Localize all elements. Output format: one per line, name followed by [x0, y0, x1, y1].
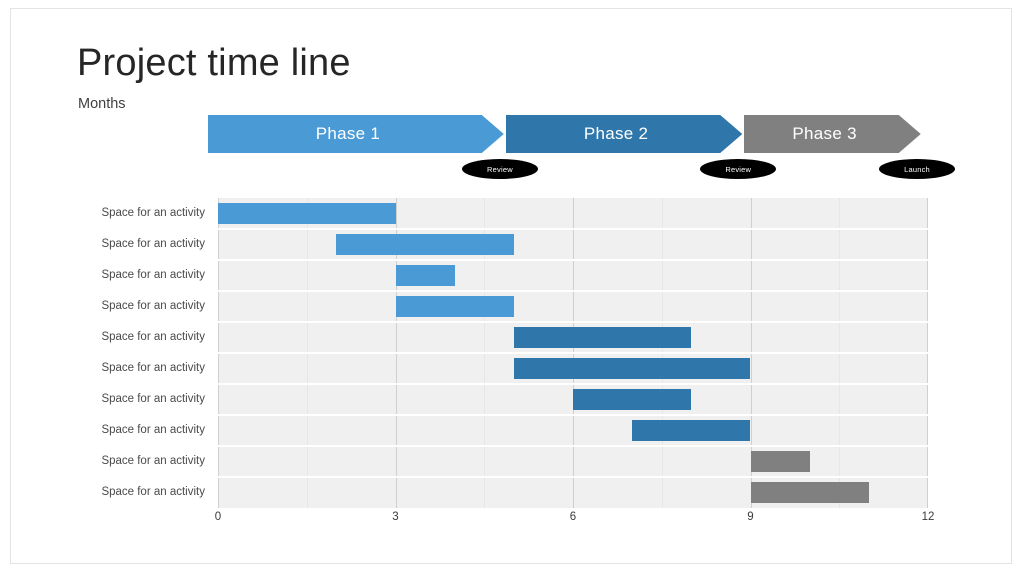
row-separator [218, 290, 928, 292]
activity-label-3: Space for an activity [101, 269, 205, 281]
activity-label-9: Space for an activity [101, 455, 205, 467]
row-separator [218, 321, 928, 323]
gantt-bar-9[interactable] [750, 451, 810, 472]
row-separator [218, 259, 928, 261]
gantt-bar-7[interactable] [573, 389, 692, 410]
row-separator [218, 228, 928, 230]
gantt-row[interactable] [218, 322, 928, 353]
row-separator [218, 383, 928, 385]
gantt-row[interactable] [218, 384, 928, 415]
phase-arrow-3[interactable]: Phase 3 [744, 115, 921, 153]
milestone-review-1[interactable]: Review [461, 159, 538, 179]
axis-unit-label: Months [78, 96, 126, 112]
gantt-row[interactable] [218, 353, 928, 384]
gantt-row[interactable] [218, 198, 928, 229]
activity-label-6: Space for an activity [101, 362, 205, 374]
phase-arrow-shape [744, 115, 921, 153]
activity-label-5: Space for an activity [101, 331, 205, 343]
x-axis: 0 3 6 9 12 [214, 511, 935, 533]
gantt-bar-4[interactable] [395, 296, 514, 317]
gantt-bar-6[interactable] [513, 358, 751, 379]
row-separator [218, 352, 928, 354]
page-title: Project time line [77, 42, 351, 84]
gantt-bar-3[interactable] [395, 265, 455, 286]
phase-arrow-shape [208, 115, 504, 153]
gantt-row[interactable] [218, 415, 928, 446]
activity-label-7: Space for an activity [101, 393, 205, 405]
gantt-row[interactable] [218, 260, 928, 291]
activity-label-8: Space for an activity [101, 424, 205, 436]
gantt-bar-5[interactable] [513, 327, 692, 348]
gantt-bar-8[interactable] [632, 420, 751, 441]
milestone-launch-3[interactable]: Launch [879, 159, 956, 179]
gantt-row[interactable] [218, 446, 928, 477]
milestone-label: Review [487, 164, 513, 174]
activity-label-10: Space for an activity [101, 486, 205, 498]
milestone-label: Launch [904, 164, 930, 174]
gantt-plot-area [218, 198, 928, 508]
gantt-row[interactable] [218, 229, 928, 260]
activity-label-4: Space for an activity [101, 300, 205, 312]
x-tick-label-0: 0 [214, 511, 222, 523]
row-separator [218, 476, 928, 478]
activity-label-2: Space for an activity [101, 238, 205, 250]
phase-arrow-1[interactable]: Phase 1 [208, 115, 504, 153]
phase-arrow-2[interactable]: Phase 2 [505, 115, 743, 153]
x-tick-label-12: 12 [921, 511, 935, 523]
gantt-bar-2[interactable] [336, 234, 514, 255]
gantt-bar-10[interactable] [750, 482, 869, 503]
phase-arrow-shape [505, 115, 743, 153]
milestone-label: Review [725, 164, 752, 174]
gantt-row[interactable] [218, 291, 928, 322]
milestone-review-2[interactable]: Review [700, 159, 777, 179]
row-separator [218, 445, 928, 447]
row-separator [218, 414, 928, 416]
x-tick-label-3: 3 [392, 511, 399, 523]
gantt-row[interactable] [218, 477, 928, 508]
x-tick-label-9: 9 [747, 511, 754, 523]
gantt-bar-1[interactable] [218, 203, 396, 224]
activity-label-1: Space for an activity [101, 207, 205, 219]
x-tick-label-6: 6 [569, 511, 577, 523]
